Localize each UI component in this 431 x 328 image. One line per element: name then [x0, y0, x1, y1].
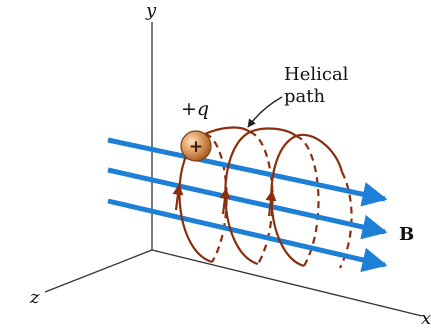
field-label: B: [399, 224, 414, 245]
x-axis: [151, 249, 423, 317]
charged-particle: +: [180, 130, 212, 162]
field-line: [107, 167, 388, 240]
particle-plus-sign: +: [189, 137, 203, 157]
helical-path-back: [204, 130, 353, 269]
helical-path-label-line2: path: [284, 86, 325, 107]
charge-label: +q: [181, 98, 209, 120]
z-axis-label: z: [29, 287, 40, 308]
helical-path-label-line1: Helical: [284, 64, 349, 85]
y-axis-label: y: [145, 0, 157, 21]
helical-path-pointer-arrow: [247, 96, 283, 128]
field-line: [107, 198, 388, 273]
z-axis: [44, 249, 153, 293]
field-line: [107, 137, 388, 207]
x-axis-label: x: [421, 308, 431, 328]
particle-ball: [180, 130, 212, 162]
magnetic-field-lines: [107, 137, 388, 273]
